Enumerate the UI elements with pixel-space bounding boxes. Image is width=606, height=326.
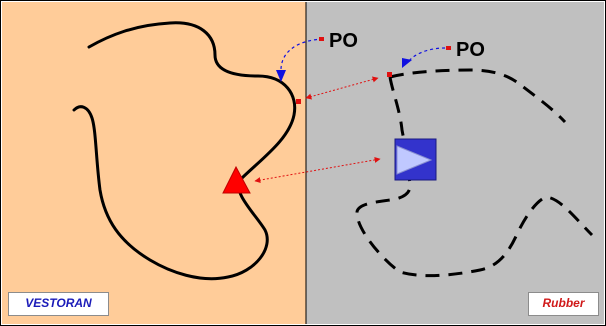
vestoran-label: VESTORAN	[8, 292, 109, 316]
rubber-outline-top	[389, 68, 567, 124]
po-left-pointer	[280, 38, 324, 73]
po-left-pointer-head	[276, 70, 286, 82]
po-right-tick	[446, 46, 451, 50]
rubber-label: Rubber	[528, 292, 599, 316]
triangle-marker	[222, 165, 251, 194]
po-point-left	[296, 99, 301, 104]
po-point-right	[387, 72, 392, 77]
square-arrow-icon	[396, 145, 433, 175]
vestoran-outline	[72, 21, 297, 281]
connector-po-points	[305, 76, 379, 100]
po-right-pointer-head	[402, 58, 412, 68]
connector-triangle-square	[254, 156, 381, 184]
po-label-right: PO	[456, 39, 485, 61]
po-left-tick	[319, 37, 324, 41]
po-label-left: PO	[329, 30, 358, 52]
